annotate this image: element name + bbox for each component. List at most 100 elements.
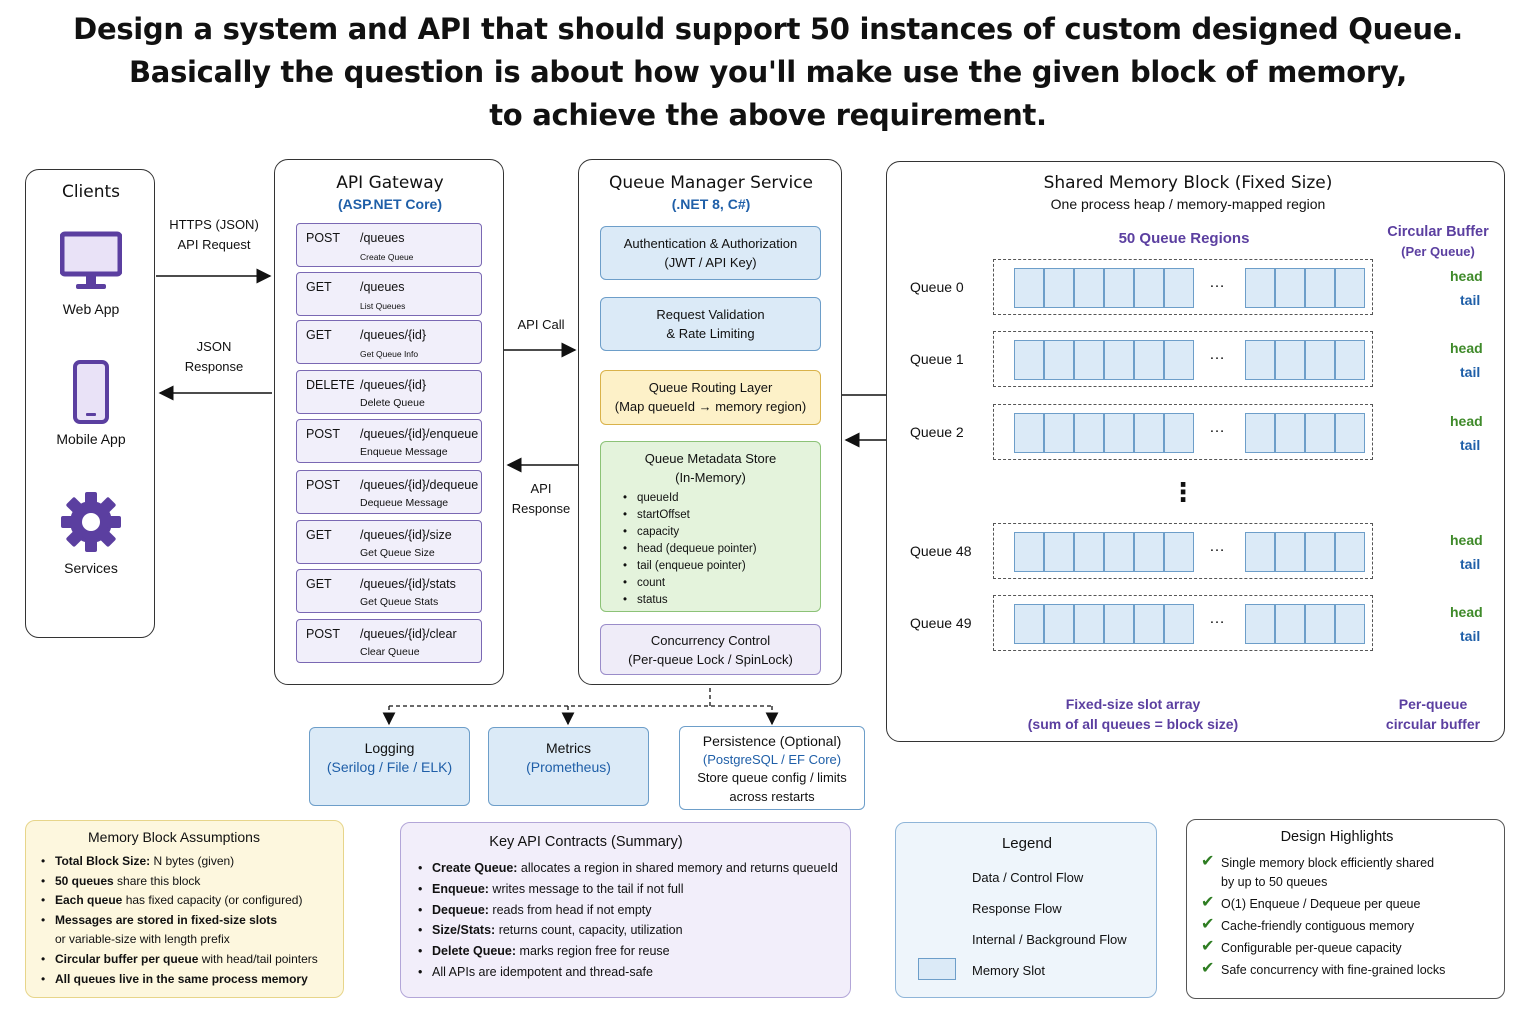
endpoint-item[interactable]: GET/queues/{id}Get Queue Info [296, 320, 482, 364]
endpoint-method: POST [306, 231, 341, 245]
memory-slot [1014, 532, 1044, 572]
endpoint-desc: Enqueue Message [360, 446, 448, 458]
memory-slot [1164, 413, 1194, 453]
fixed-slot-label: Fixed-size slot array (sum of all queues… [1027, 696, 1239, 732]
endpoint-method: GET [306, 328, 332, 342]
assumption-item: All queues live in the same process memo… [39, 970, 339, 990]
title-line-1: Design a system and API that should supp… [73, 12, 1463, 46]
contracts-title: Key API Contracts (Summary) [489, 834, 683, 850]
memory-slot [1074, 413, 1104, 453]
memory-slot [1074, 340, 1104, 380]
tail-pointer-label: tail [1460, 292, 1481, 308]
assumptions-panel: Memory Block Assumptions Total Block Siz… [25, 820, 344, 998]
metadata-field: startOffset [621, 507, 820, 524]
memory-slot [1335, 413, 1365, 453]
title-line-2: Basically the question is about how you'… [129, 55, 1407, 89]
contract-item: Size/Stats: returns count, capacity, uti… [416, 920, 848, 941]
endpoint-desc: Get Queue Stats [360, 596, 439, 608]
endpoint-desc: Get Queue Size [360, 547, 435, 559]
assumption-item: Messages are stored in fixed-size slotso… [39, 911, 339, 950]
contract-item: All APIs are idempotent and thread-safe [416, 962, 848, 983]
concurrency-box: Concurrency Control (Per-queue Lock / Sp… [600, 624, 821, 675]
highlight-item: Configurable per-queue capacity [1201, 937, 1501, 958]
assumption-extra: or variable-size with length prefix [55, 932, 230, 947]
memory-slot [1245, 413, 1275, 453]
memory-slot [1335, 268, 1365, 308]
memory-slot [1275, 340, 1305, 380]
endpoint-path: /queues [360, 280, 405, 294]
head-pointer-label: head [1450, 532, 1483, 548]
endpoint-path: /queues/{id}/stats [360, 577, 456, 591]
memory-slot [1044, 604, 1074, 644]
tail-pointer-label: tail [1460, 437, 1481, 453]
endpoint-path: /queues/{id} [360, 378, 427, 392]
memory-title: Shared Memory Block (Fixed Size) [1043, 173, 1333, 193]
assumptions-list: Total Block Size: N bytes (given)50 queu… [39, 852, 339, 989]
endpoint-desc: Delete Queue [360, 397, 425, 409]
endpoint-path: /queues/{id}/size [360, 528, 452, 542]
memory-slot [1104, 532, 1134, 572]
memory-slot [1245, 604, 1275, 644]
memory-slot [1134, 532, 1164, 572]
highlights-list: Single memory block efficiently sharedby… [1201, 852, 1501, 983]
legend-data-flow: Data / Control Flow [972, 870, 1084, 885]
endpoint-method: GET [306, 280, 332, 294]
metrics-box: Metrics (Prometheus) [488, 727, 649, 806]
gateway-title: API Gateway [336, 173, 444, 193]
endpoint-item[interactable]: DELETE/queues/{id} Delete Queue [296, 370, 482, 414]
memory-slot [1335, 604, 1365, 644]
response-arrow-label: JSON Response [184, 339, 244, 374]
slot-ellipsis: … [1209, 274, 1225, 291]
endpoint-method: DELETE [306, 378, 355, 392]
legend-title: Legend [1001, 835, 1053, 852]
memory-slot [1074, 532, 1104, 572]
legend-slot-swatch [918, 958, 956, 980]
head-pointer-label: head [1450, 413, 1483, 429]
services-gear-icon [61, 492, 121, 552]
memory-slot [1074, 604, 1104, 644]
metadata-field: capacity [621, 524, 820, 541]
queue-label: Queue 48 [910, 543, 972, 559]
memory-slot [1164, 604, 1194, 644]
memory-slot [1074, 268, 1104, 308]
queue-region: … [993, 404, 1373, 460]
slot-ellipsis: … [1209, 538, 1225, 555]
endpoint-path: /queues/{id}/clear [360, 627, 457, 641]
endpoint-path: /queues/{id} [360, 328, 427, 342]
memory-slot [1104, 340, 1134, 380]
legend-panel: Legend Data / Control Flow Response Flow… [895, 822, 1157, 998]
endpoint-method: POST [306, 478, 341, 492]
metadata-store-box: Queue Metadata Store (In-Memory) queueId… [600, 441, 821, 612]
regions-label: 50 Queue Regions [1118, 230, 1250, 247]
web-app-label: Web App [62, 301, 120, 317]
web-app-icon [60, 231, 122, 289]
contract-item: Create Queue: allocates a region in shar… [416, 858, 848, 879]
queue-region: … [993, 523, 1373, 579]
memory-slot [1335, 532, 1365, 572]
memory-slot [1245, 532, 1275, 572]
queue-label: Queue 1 [910, 351, 964, 367]
queue-manager-panel: Queue Manager Service (.NET 8, C#) Authe… [578, 159, 842, 685]
queue-region: … [993, 331, 1373, 387]
queue-region: … [993, 259, 1373, 315]
metadata-field: head (dequeue pointer) [621, 541, 820, 558]
assumption-item: Circular buffer per queue with head/tail… [39, 950, 339, 970]
slot-ellipsis: … [1209, 419, 1225, 436]
contract-item: Dequeue: reads from head if not empty [416, 900, 848, 921]
memory-slot [1335, 340, 1365, 380]
memory-slot [1275, 413, 1305, 453]
metadata-field: queueId [621, 490, 820, 507]
validation-box: Request Validation & Rate Limiting [600, 297, 821, 351]
assumption-item: Each queue has fixed capacity (or config… [39, 891, 339, 911]
head-pointer-label: head [1450, 340, 1483, 356]
endpoint-desc: List Queues [360, 301, 406, 311]
memory-slot [1305, 268, 1335, 308]
